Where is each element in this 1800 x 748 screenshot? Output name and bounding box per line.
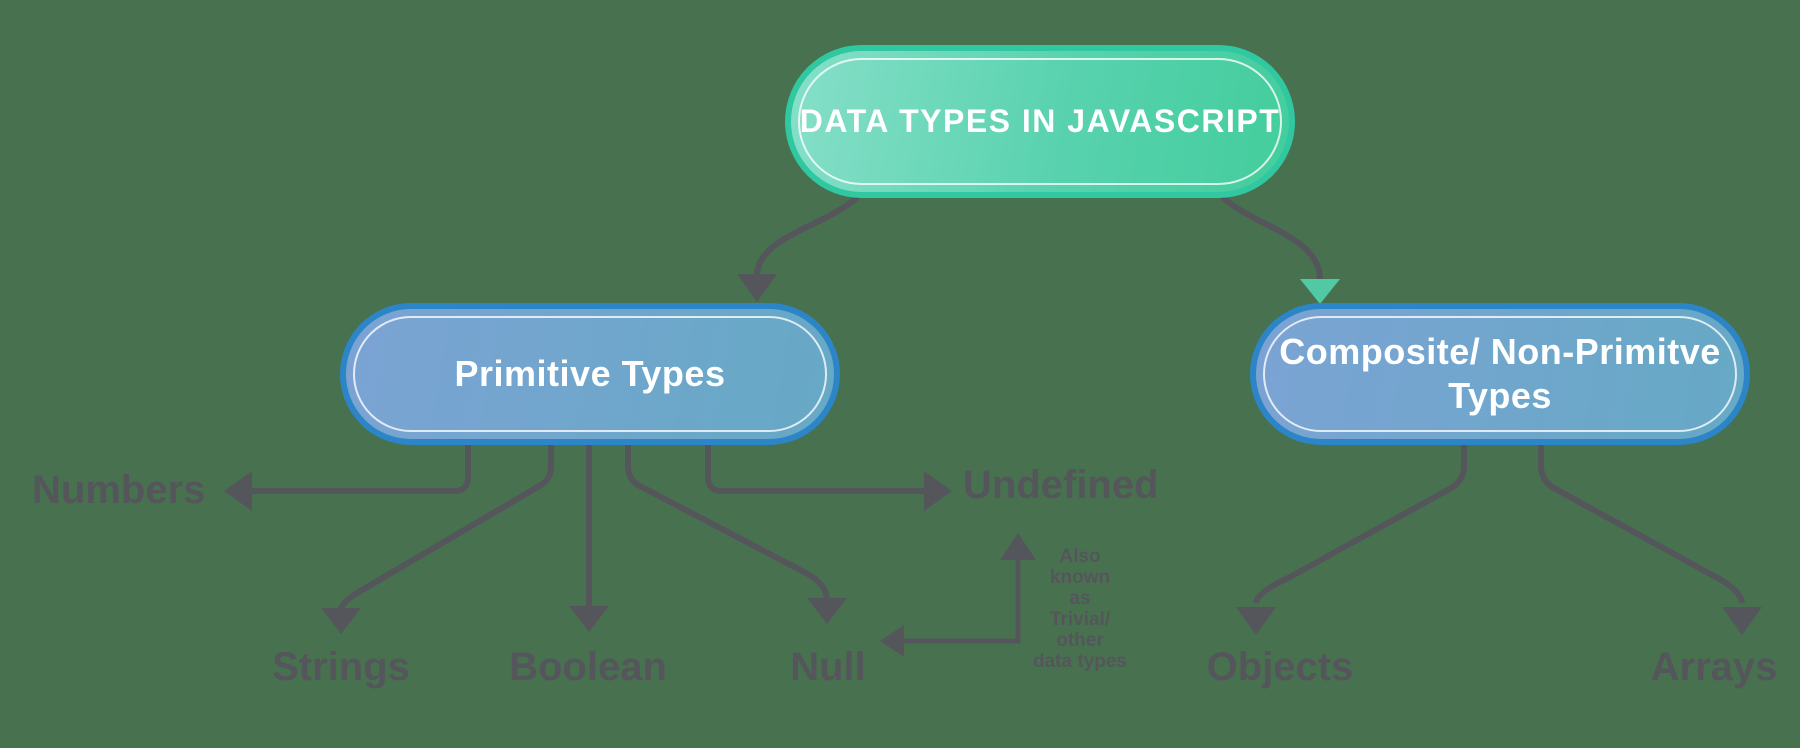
arrowhead-arrays xyxy=(1722,607,1762,635)
arrowhead-annotation-up xyxy=(1000,533,1036,560)
node-data-types-title-label: DATA TYPES IN JAVASCRIPT xyxy=(799,103,1281,139)
connector-primitive-null xyxy=(625,445,830,600)
leaf-strings: Strings xyxy=(272,645,410,689)
arrowhead-boolean xyxy=(569,606,609,632)
arrowhead-undefined xyxy=(924,471,952,511)
arrowhead-annotation-left xyxy=(880,625,904,657)
connector-primitive-undefined xyxy=(705,445,924,494)
connector-primitive-numbers xyxy=(252,445,471,494)
node-primitive-types-label: Primitive Types xyxy=(454,353,726,394)
annotation-line: Also xyxy=(1059,546,1101,567)
leaf-arrays: Arrays xyxy=(1650,645,1778,689)
annotation-also-known-as: Also known as Trivial/ other data types xyxy=(1033,546,1127,672)
leaf-objects: Objects xyxy=(1206,645,1354,689)
connector-composite-arrays xyxy=(1538,445,1745,604)
arrowhead-root-composite xyxy=(1300,279,1340,304)
connector-primitive-strings xyxy=(338,445,554,611)
leaf-undefined: Undefined xyxy=(963,463,1159,507)
node-composite-line2: Types xyxy=(1448,375,1552,416)
annotation-line: Trivial/ xyxy=(1049,609,1111,630)
connector-root-primitive xyxy=(754,194,860,277)
arrowhead-null xyxy=(807,598,847,624)
arrowhead-objects xyxy=(1236,607,1276,635)
connector-root-composite xyxy=(1220,194,1323,281)
annotation-line: other xyxy=(1056,630,1104,651)
node-composite-line1: Composite/ Non-Primitve xyxy=(1279,331,1721,372)
leaf-null: Null xyxy=(790,645,866,689)
connector-composite-objects xyxy=(1253,445,1467,604)
leaf-boolean: Boolean xyxy=(509,645,667,689)
annotation-line: as xyxy=(1069,588,1091,609)
arrowhead-numbers xyxy=(224,471,252,511)
node-composite-types: Composite/ Non-Primitve Types xyxy=(1250,303,1750,445)
node-data-types-title: DATA TYPES IN JAVASCRIPT xyxy=(785,45,1295,198)
node-primitive-types: Primitive Types xyxy=(340,303,840,445)
arrowhead-root-primitive xyxy=(737,274,777,302)
annotation-line: known xyxy=(1049,567,1111,588)
connector-annotation xyxy=(902,558,1021,644)
leaf-numbers: Numbers xyxy=(32,468,206,512)
annotation-line: data types xyxy=(1033,651,1127,672)
arrowhead-strings xyxy=(321,608,361,634)
node-composite-types-label: Composite/ Non-Primitve Types xyxy=(1279,330,1721,418)
